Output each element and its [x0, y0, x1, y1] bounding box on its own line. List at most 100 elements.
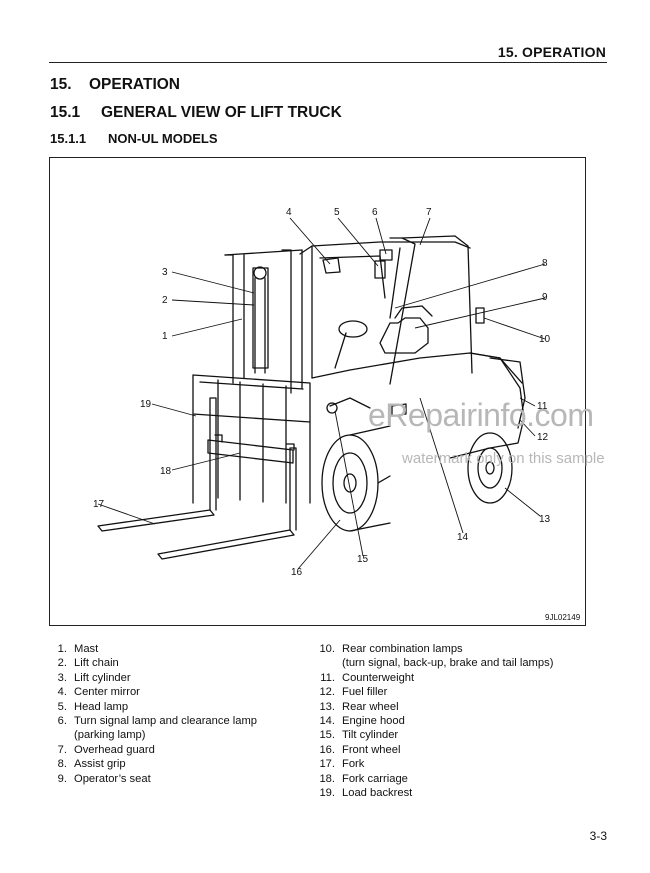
legend-item: 4. Center mirror: [38, 685, 257, 699]
fuel-filler-cap: [391, 403, 407, 417]
legend-text: Tilt cylinder: [342, 729, 399, 742]
legend-text: Lift chain: [74, 657, 119, 670]
steering-column: [334, 332, 347, 369]
load-backrest: [192, 374, 311, 504]
tilt-cylinder: [329, 397, 371, 409]
counterweight: [489, 357, 526, 429]
front-wheel-tread: [349, 425, 391, 532]
callout-numbers: 1 2 3 4 5 6 7 8 9 10 11 12 13 14 15 16 1…: [93, 207, 551, 578]
callout-11: 11: [537, 401, 548, 412]
callout-3: 3: [162, 267, 168, 278]
lift-truck-drawing: [97, 235, 526, 560]
rear-wheel-hub: [485, 461, 495, 475]
callout-4: 4: [286, 207, 292, 218]
callout-14: 14: [457, 532, 469, 543]
legend-item: 5. Head lamp: [38, 700, 257, 714]
legend-number: 19.: [319, 787, 335, 800]
legend-number: 4.: [57, 686, 67, 699]
legend-item: 8.Assist grip: [38, 757, 257, 771]
rear-combination-lamp: [475, 307, 485, 324]
legend-item: 14.Engine hood: [306, 714, 553, 728]
subsection-heading: 15.1 GENERAL VIEW OF LIFT TRUCK: [50, 104, 342, 122]
callout-18: 18: [160, 466, 172, 477]
legend-number: 8.: [57, 758, 67, 771]
legend-number: 9.: [57, 772, 67, 785]
callout-5: 5: [334, 207, 340, 218]
legend-number: 3.: [57, 671, 67, 684]
legend-number: 18.: [319, 772, 335, 785]
overhead-guard-front-post: [389, 237, 416, 385]
callout-2: 2: [162, 295, 168, 306]
legend-number: 2.: [57, 657, 67, 670]
legend-number: 7.: [57, 743, 67, 756]
legend-item: 18.Fork carriage: [306, 772, 553, 786]
legend-item: 9.Operator’s seat: [38, 772, 257, 786]
callout-7: 7: [426, 207, 432, 218]
legend-item: 13.Rear wheel: [306, 700, 553, 714]
overhead-guard-front: [299, 241, 471, 255]
legend-number: 15.: [319, 729, 335, 742]
callout-8: 8: [542, 258, 548, 269]
seat-back: [394, 305, 433, 319]
legend-text: Fork: [342, 758, 365, 771]
subsection-number: 15.1: [50, 104, 81, 121]
callout-10: 10: [539, 334, 551, 345]
legend-text: Engine hood: [342, 715, 405, 728]
legend-text: Head lamp: [74, 700, 129, 713]
legend-text: (parking lamp): [74, 729, 146, 742]
legend-number: [38, 728, 74, 742]
legend-number: [306, 656, 342, 670]
legend-number: 1.: [57, 643, 67, 655]
legend-number: 10.: [319, 643, 335, 655]
legend-number: 12.: [319, 686, 335, 699]
callout-16: 16: [291, 567, 303, 578]
front-wheel-hub: [343, 473, 357, 493]
legend-text: Mast: [74, 643, 99, 655]
section-heading: 15.OPERATION: [50, 76, 180, 94]
rear-wheel-tire: [467, 432, 513, 504]
legend-number: 5.: [57, 700, 67, 713]
callout-15: 15: [357, 554, 369, 565]
legend-number: 11.: [320, 671, 335, 684]
legend-text: Lift cylinder: [74, 671, 131, 684]
legend-text: Center mirror: [74, 686, 140, 699]
legend-number: 16.: [319, 743, 335, 756]
figure-code: 9JL02149: [545, 613, 581, 622]
legend-item: 19. Load backrest: [306, 786, 553, 800]
callout-9: 9: [542, 292, 548, 303]
callout-1: 1: [162, 331, 168, 342]
rear-wheel-rim: [477, 447, 503, 489]
callout-13: 13: [539, 514, 551, 525]
legend-text: Turn signal lamp and clearance lamp: [74, 715, 258, 728]
fork-left: [97, 509, 215, 532]
header-rule: [49, 62, 607, 63]
front-wheel-rim: [332, 452, 368, 514]
fork-shank-right: [289, 447, 297, 531]
legend-item: 7. Overhead guard: [38, 743, 257, 757]
watermark-subtext: watermark only on this sample: [402, 450, 605, 467]
legend-text: Load backrest: [342, 787, 413, 800]
legend-text: (turn signal, back-up, brake and tail la…: [342, 657, 554, 670]
lift-truck-illustration: 1 2 3 4 5 6 7 8 9 10 11 12 13 14 15 16 1…: [93, 207, 581, 622]
turn-signal-lamp: [379, 249, 393, 261]
callout-leaders: [97, 217, 546, 570]
mast-right-rail: [281, 249, 303, 394]
legend-item: 12. Fuel filler: [306, 685, 553, 699]
subsection-title: GENERAL VIEW OF LIFT TRUCK: [101, 104, 342, 121]
running-head: 15. OPERATION: [497, 44, 606, 60]
legend-item: 10.Rear combination lamps: [306, 642, 553, 656]
section-title: OPERATION: [89, 76, 180, 93]
legend-number: 17.: [319, 758, 335, 771]
legend-text: Fuel filler: [342, 686, 388, 699]
legend-item: 3. Lift cylinder: [38, 671, 257, 685]
tilt-cylinder-pivot: [326, 402, 338, 414]
lift-chain: [254, 277, 266, 374]
legend-item: 15. Tilt cylinder: [306, 728, 553, 742]
watermark-text: eRepairinfo.com: [368, 397, 594, 433]
fork-carriage: [207, 439, 294, 464]
legend-text: Overhead guard: [74, 743, 155, 756]
callout-19: 19: [140, 399, 152, 410]
legend-item: 11.Counterweight: [306, 671, 553, 685]
legend-right: 10.Rear combination lamps (turn signal, …: [306, 642, 553, 800]
legend-item: 6.Turn signal lamp and clearance lamp: [38, 714, 257, 728]
